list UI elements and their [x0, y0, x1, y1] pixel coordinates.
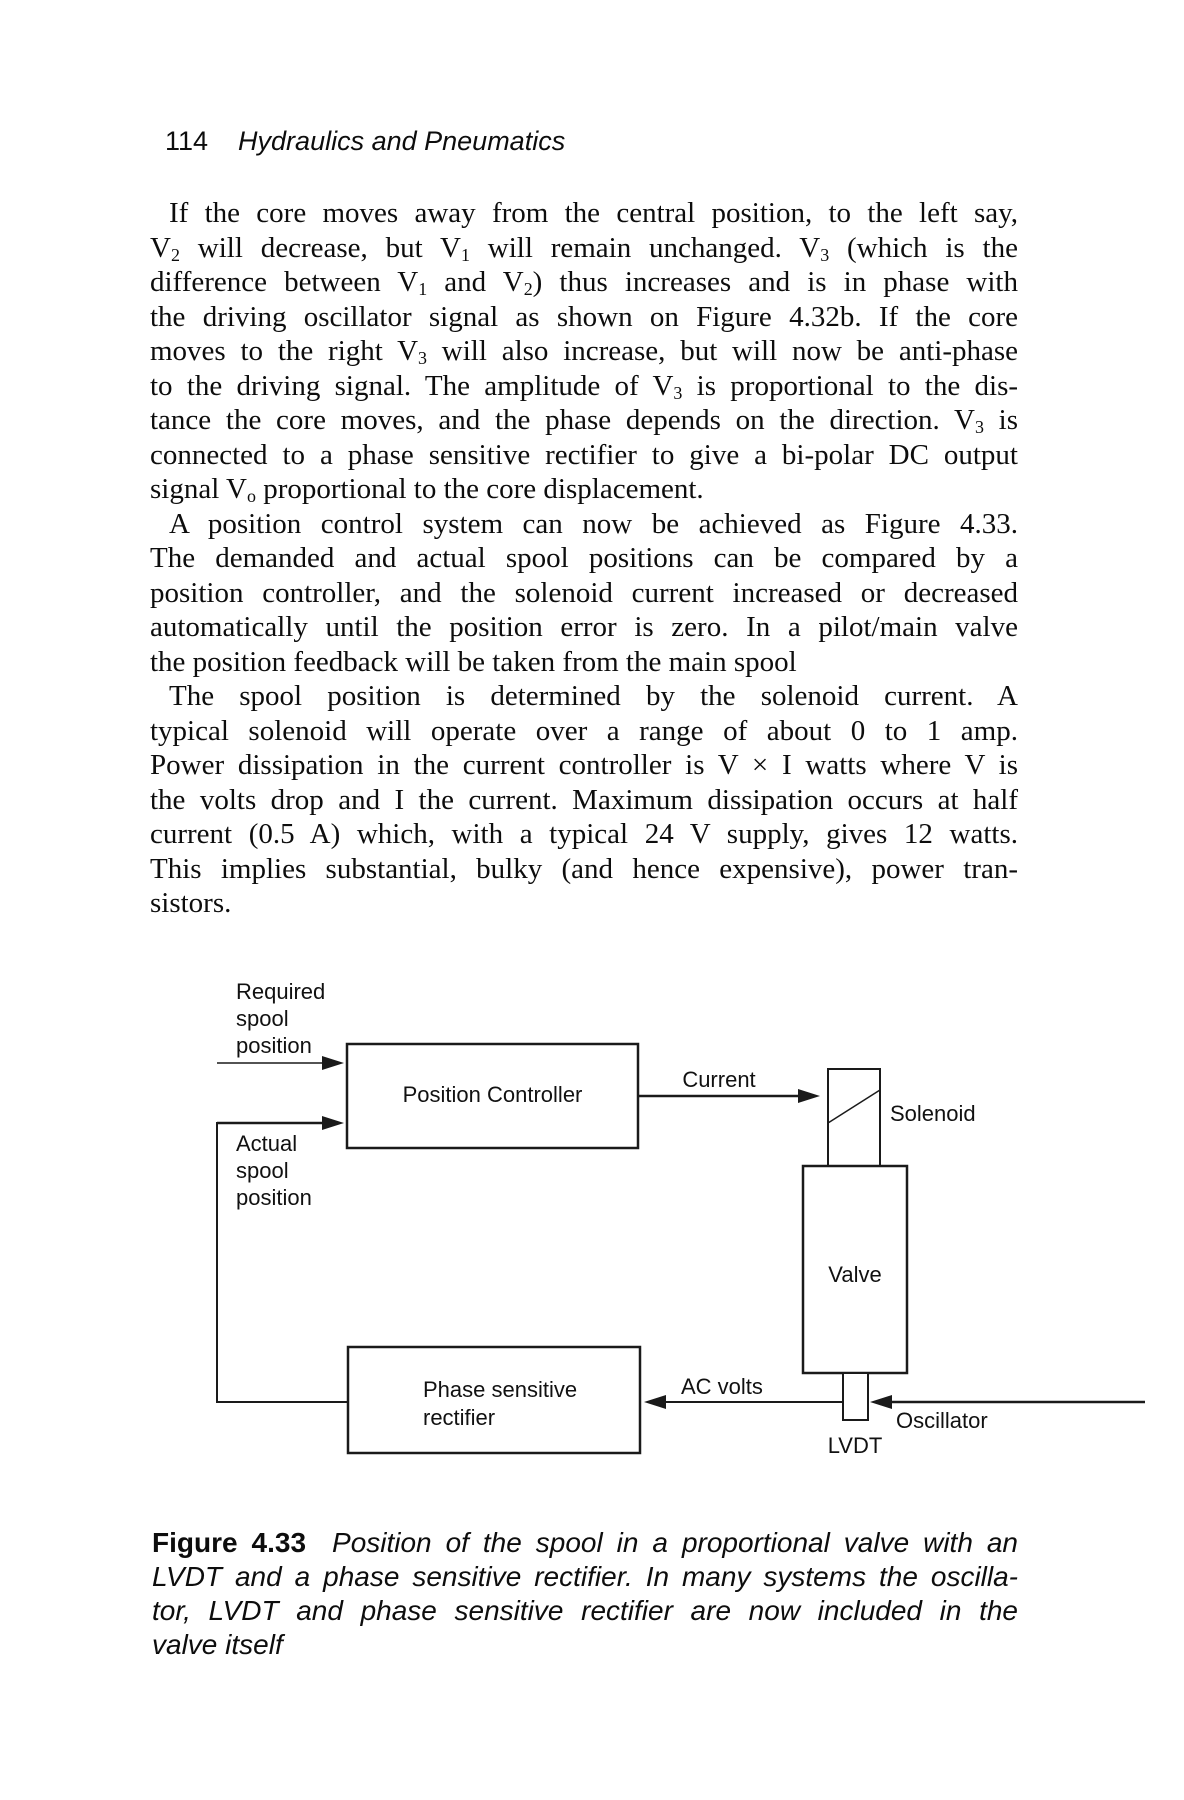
body-line: A position control system can now be ach…	[169, 507, 1018, 540]
subscript: 1	[460, 244, 470, 265]
running-head: 114 Hydraulics and Pneumatics	[165, 126, 565, 157]
lvdt-stem-box	[842, 1372, 869, 1421]
body-line: signal Vo proportional to the core displ…	[150, 473, 704, 507]
body-line: V2 will decrease, but V1 will remain unc…	[150, 231, 1018, 265]
position-controller-box	[345, 1042, 640, 1150]
oscillator-arrowhead	[870, 1395, 892, 1409]
phase-sensitive-rectifier-label: Phase sensitive rectifier	[423, 1376, 577, 1432]
body-line: tance the core moves, and the phase depe…	[150, 404, 1019, 438]
actual-position-arrowhead	[322, 1116, 344, 1130]
label-line: spool	[236, 1158, 289, 1183]
current-arrowhead	[798, 1089, 820, 1103]
caption-line: Figure 4.33 Position of the spool in a pr…	[152, 1526, 1018, 1560]
label-line: position	[236, 1033, 312, 1058]
body-line: the volts drop and I the current. Maximu…	[150, 783, 1018, 816]
paragraph: If the core moves away from the central …	[150, 196, 1018, 507]
paragraph: A position control system can now be ach…	[150, 507, 1018, 680]
label-line: rectifier	[423, 1405, 496, 1430]
diagram-canvas	[216, 1042, 1145, 1455]
subscript: o	[246, 486, 256, 507]
subscript: 2	[170, 244, 180, 265]
caption-line: tor, LVDT and phase sensitive rectifier …	[152, 1595, 1018, 1626]
label-line: spool	[236, 1006, 289, 1031]
figure-number-label: Figure 4.33	[152, 1527, 307, 1558]
body-line: position controller, and the solenoid cu…	[150, 576, 1018, 609]
valve-box	[801, 1164, 909, 1375]
caption-text: Position of the spool in a proportional …	[332, 1527, 1018, 1558]
body-line: current (0.5 A) which, with a typical 24…	[150, 818, 1018, 850]
subscript: 3	[673, 382, 683, 403]
solenoid-label: Solenoid	[890, 1101, 976, 1126]
body-line: sistors.	[150, 887, 232, 919]
required-position-arrowhead	[322, 1056, 344, 1070]
valve-label: Valve	[828, 1262, 882, 1287]
body-line: to the driving signal. The amplitude of …	[150, 369, 1019, 403]
subscript: 2	[523, 279, 533, 300]
body-line: The spool position is determined by the …	[169, 680, 1018, 712]
body-line: the driving oscillator signal as shown o…	[150, 300, 1018, 333]
body-line: typical solenoid will operate over a ran…	[150, 714, 1018, 747]
book-title: Hydraulics and Pneumatics	[238, 126, 566, 156]
ac-volts-arrowhead	[644, 1395, 666, 1409]
body-line: moves to the right V3 will also increase…	[150, 335, 1018, 369]
solenoid-diagonal-line	[827, 1089, 881, 1124]
body-line: the position feedback will be taken from…	[150, 645, 797, 678]
body-line: automatically until the position error i…	[150, 611, 1018, 643]
caption-line: LVDT and a phase sensitive rectifier. In…	[152, 1561, 1018, 1592]
phase-sensitive-rectifier-box	[346, 1345, 642, 1455]
lvdt-label: LVDT	[827, 1433, 883, 1458]
label-line: Actual	[236, 1131, 298, 1156]
body-text: If the core moves away from the central …	[150, 196, 1018, 921]
body-line: If the core moves away from the central …	[169, 197, 1018, 229]
label-line: position	[236, 1185, 312, 1210]
page-number: 114	[165, 126, 209, 156]
ac-volts-label: AC volts	[681, 1374, 763, 1399]
body-line: connected to a phase sensitive rectifier…	[150, 438, 1018, 471]
body-line: This implies substantial, bulky (and hen…	[150, 852, 1018, 885]
body-line: Power dissipation in the current control…	[150, 749, 1018, 781]
paragraph: The spool position is determined by the …	[150, 679, 1018, 921]
oscillator-label: Oscillator	[896, 1408, 988, 1433]
label-line: Phase sensitive	[423, 1377, 578, 1402]
caption-line: valve itself	[152, 1629, 283, 1660]
current-label: Current	[682, 1067, 756, 1092]
position-controller-label: Position Controller	[402, 1082, 583, 1107]
label-line: Required	[236, 979, 326, 1004]
subscript: 3	[820, 244, 830, 265]
body-line: The demanded and actual spool positions …	[150, 542, 1018, 574]
body-line: difference between V1 and V2) thus incre…	[150, 266, 1018, 300]
figure-caption: Figure 4.33 Position of the spool in a pr…	[152, 1526, 1018, 1662]
subscript: 3	[418, 348, 428, 369]
subscript: 1	[418, 279, 428, 300]
subscript: 3	[974, 417, 984, 438]
